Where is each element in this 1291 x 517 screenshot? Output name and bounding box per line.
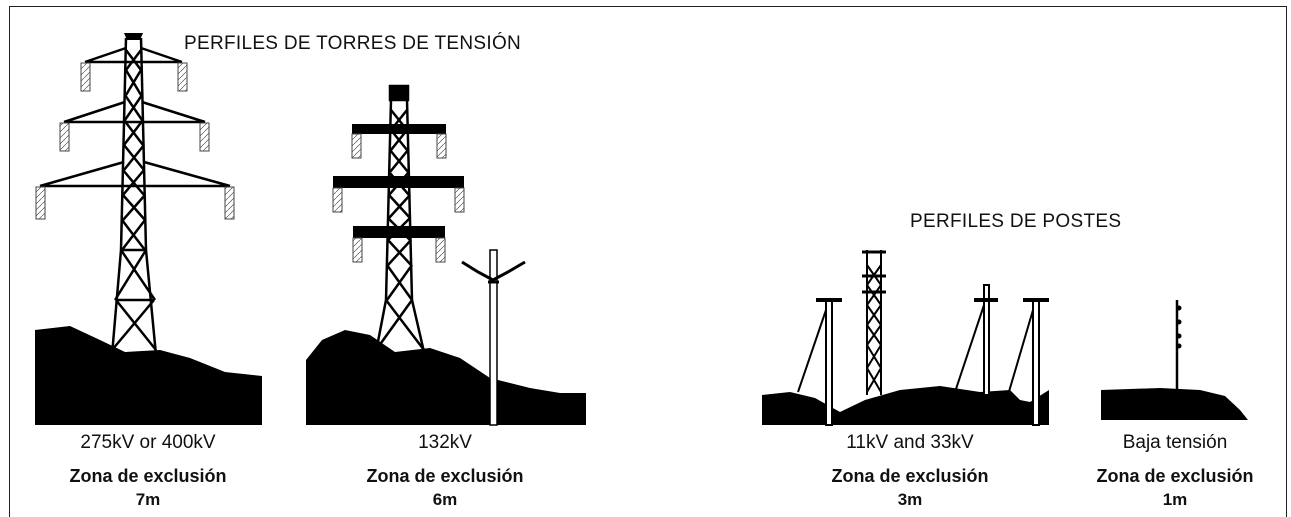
lattice-tower-large-icon [35, 33, 262, 425]
voltage-label: Baja tensión [1122, 432, 1228, 453]
exclusion-distance: 7m [135, 490, 161, 509]
exclusion-zone-label: Zona de exclusión [366, 466, 524, 486]
voltage-label: 11kV and 33kV [846, 432, 974, 453]
exclusion-distance: 6m [432, 490, 458, 509]
exclusion-zone-label: Zona de exclusión [1096, 466, 1254, 486]
exclusion-zone-label: Zona de exclusión [831, 466, 989, 486]
exclusion-zone-label: Zona de exclusión [69, 466, 227, 486]
towers-heading: PERFILES DE TORRES DE TENSIÓN [184, 33, 522, 54]
exclusion-distance: 1m [1162, 490, 1188, 509]
poles-heading: PERFILES DE POSTES [910, 211, 1122, 232]
voltage-label: 275kV or 400kV [80, 432, 216, 453]
voltage-label: 132kV [418, 432, 472, 453]
wooden-poles-icon [762, 250, 1049, 426]
exclusion-distance: 3m [897, 490, 923, 509]
lattice-tower-medium-icon [306, 84, 586, 426]
low-voltage-pole-icon [1101, 300, 1248, 420]
diagram-frame [9, 6, 1287, 517]
